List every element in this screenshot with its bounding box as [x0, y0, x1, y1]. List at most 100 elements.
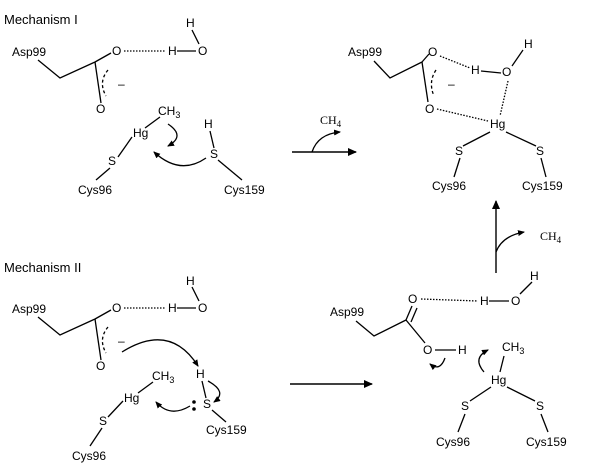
mechanism-1-co-bottom: [94, 61, 102, 104]
mechanism-2-hg-ch3-bond: [137, 381, 154, 394]
mechanism-1-s-cys96: S: [108, 154, 116, 168]
mechanism-1-water-h-left: H: [168, 44, 177, 58]
mechanism-1-sh-bond: [209, 130, 215, 149]
product-o-top: O: [428, 45, 437, 59]
byproduct-top-ch4: CH4: [320, 113, 342, 129]
mechanism-2-s-cys159: S: [203, 397, 211, 411]
mechanism-1-ch3: CH3: [158, 104, 180, 120]
mechanism-2-water-h-top: H: [186, 274, 195, 288]
product-hbond-top: [439, 55, 471, 69]
intermediate-s-cys159-bond: [540, 413, 549, 433]
product-s-right: S: [536, 144, 544, 158]
product-s-left: S: [455, 144, 463, 158]
mechanism-2-carboxyl-o-top: O: [112, 301, 121, 315]
intermediate-hbond: [420, 298, 479, 302]
mechanism-1-hg-ch3-bond: [144, 116, 161, 129]
product-oh-bond: [480, 70, 502, 74]
mechanism-2-asp99-label: Asp99: [12, 302, 46, 316]
product-s-cys96-bond: [453, 157, 461, 178]
product-hg: Hg: [490, 117, 505, 131]
mechanism-1-resonance-dash: [101, 69, 109, 97]
mechanism-2-ch3: CH3: [152, 369, 174, 385]
mechanism-1-minus: –: [118, 77, 125, 91]
mechanism-1-carboxyl-o-bottom: O: [96, 102, 105, 116]
intermediate-s-left: S: [461, 399, 469, 413]
product-cys159: Cys159: [522, 179, 563, 193]
mechanism-2-water-h-bond: [191, 286, 200, 302]
mechanism-2-co-bottom: [94, 318, 102, 361]
mechanism-2-reactants: Mechanism II Asp99 H O H O O – Hg CH3 S …: [4, 260, 247, 463]
product-asp-backbone: [373, 60, 423, 79]
intermediate-hg-s-left: [469, 386, 492, 402]
intermediate-water-o: O: [511, 294, 520, 308]
mechanism-2-h-cys159: H: [196, 367, 205, 381]
intermediate-hg-ch3-bond: [499, 355, 505, 373]
mechanism-2-arrow-o-to-h: [121, 339, 199, 367]
intermediate-co-bottom: [405, 319, 426, 344]
mechanism-1-cys96: Cys96: [78, 183, 112, 197]
mechanism-2-s-cys96-bond: [89, 427, 103, 447]
mechanism-1-water-h-top: H: [186, 16, 195, 30]
product-water-h-bond: [511, 49, 524, 67]
product-resonance-dash: [430, 69, 437, 97]
intermediate-ch3: CH3: [502, 340, 524, 356]
mechanism-1-s-cys159: S: [210, 147, 218, 161]
intermediate-o-bottom: O: [423, 343, 432, 357]
mechanism-2-hg-s-bond: [107, 400, 124, 418]
mechanism-2-asp-backbone: [37, 316, 96, 336]
mechanism-2-lone-pair-dot-2: [192, 407, 196, 411]
product-water-o: O: [502, 65, 511, 79]
mechanism-2-carboxyl-o-bottom: O: [96, 359, 105, 373]
mechanism-2-cys96: Cys96: [72, 449, 106, 463]
mechanism-2-resonance-dash: [101, 326, 109, 354]
mechanism-1-hg-s-bond: [117, 136, 133, 158]
intermediate-co-top-1: [405, 305, 413, 321]
mechanism-2-cys159: Cys159: [206, 423, 247, 437]
intermediate-arrow-oh: [429, 357, 446, 371]
intermediate-water-h-bond: [519, 281, 533, 295]
mechanism-2-hg: Hg: [124, 391, 139, 405]
mechanism-2-water-o: O: [198, 301, 207, 315]
product-minus: –: [448, 77, 455, 91]
product-s-cys159-bond: [540, 157, 547, 178]
product-o-hg-coordination: [499, 80, 509, 117]
mechanism-2-title: Mechanism II: [4, 260, 81, 275]
product-o-bottom: O: [425, 102, 434, 116]
product-co-top: [421, 53, 430, 63]
intermediate-asp99: Asp99: [330, 305, 364, 319]
product-water-h-left: H: [471, 63, 480, 77]
mechanism-1-reaction-arrow: CH4: [292, 113, 357, 156]
intermediate-water-h-left: H: [480, 294, 489, 308]
product-co-bottom: [421, 61, 429, 103]
mechanism-2-arrow-sh-to-s: [207, 380, 221, 403]
intermediate-co-top-2: [410, 307, 418, 323]
mechanism-1-arrow-s-hg: [153, 151, 207, 167]
intermediate-cys96: Cys96: [436, 435, 470, 449]
intermediate-water-h-top: H: [530, 269, 539, 283]
mechanism-1-asp-backbone: [37, 59, 96, 79]
mechanism-1-co-top: [94, 52, 112, 63]
mechanism-1-s-cys159-bond: [217, 159, 243, 181]
mechanism-1-title: Mechanism I: [4, 12, 78, 27]
intermediate-o-top: O: [408, 292, 417, 306]
mechanism-2-lone-pair-dot-1: [192, 400, 196, 404]
mechanism-2-co-top: [94, 309, 112, 320]
product-cys96: Cys96: [432, 179, 466, 193]
intermediate-to-product-arrow: CH4: [492, 200, 562, 273]
mechanism-2-minus: –: [118, 334, 125, 348]
mechanism-1-reactants: Mechanism I Asp99 H O H O O – Hg CH3 S C…: [4, 12, 265, 197]
product-hg-s-right: [505, 131, 537, 147]
product-ocoo-hg-coordination: [436, 108, 489, 122]
ch4-release-arrow-right: [495, 230, 525, 253]
product-asp99: Asp99: [348, 45, 382, 59]
mechanism-1-s-cys96-bond: [95, 167, 111, 181]
mechanism-1-hg: Hg: [133, 126, 148, 140]
mechanism-1-h-cys159: H: [204, 117, 213, 131]
intermediate-hg: Hg: [491, 373, 506, 387]
intermediate-cys159: Cys159: [526, 435, 567, 449]
intermediate-arrow-hg-c: [478, 349, 489, 373]
intermediate-hg-s-right: [506, 386, 536, 402]
product-complex: Asp99 O O – H O H Hg S S Cys96 Cys159: [348, 37, 563, 193]
intermediate-asp-backbone: [355, 319, 407, 337]
